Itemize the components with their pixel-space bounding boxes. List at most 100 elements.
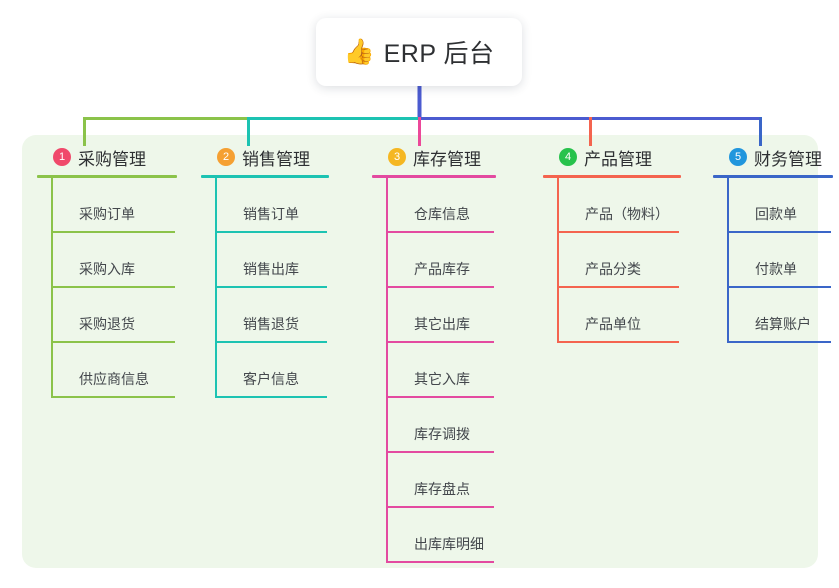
tree-item-underline <box>386 561 494 563</box>
column-spine <box>727 178 729 343</box>
tree-item[interactable]: 采购入库 <box>37 233 177 288</box>
tree-item-label: 产品单位 <box>585 316 641 332</box>
tree-item-underline <box>386 506 494 508</box>
column-title: 销售管理 <box>242 149 310 169</box>
tree-item-underline <box>51 286 175 288</box>
tree-item-underline <box>386 286 494 288</box>
column-badge-2: 2 <box>217 148 235 166</box>
tree-item-underline <box>51 396 175 398</box>
tree-item-label: 其它入库 <box>414 371 470 387</box>
column-underline <box>372 175 496 178</box>
column-underline <box>201 175 329 178</box>
column-items: 仓库信息产品库存其它出库其它入库库存调拨库存盘点出库库明细 <box>372 178 496 563</box>
tree-item-label: 采购订单 <box>79 206 135 222</box>
tree-item-label: 结算账户 <box>755 316 811 332</box>
column-2: 2 销售管理销售订单销售出库销售退货客户信息 <box>201 144 329 398</box>
tree-item[interactable]: 产品（物料） <box>543 178 681 233</box>
tree-item-label: 其它出库 <box>414 316 470 332</box>
column-spine <box>386 178 388 563</box>
tree-item-label: 销售出库 <box>243 261 299 277</box>
tree-item-underline <box>386 341 494 343</box>
tree-item-label: 客户信息 <box>243 371 299 387</box>
column-header-5[interactable]: 5 财务管理 <box>713 144 833 170</box>
tree-item-label: 库存盘点 <box>414 481 470 497</box>
column-title: 采购管理 <box>78 149 146 169</box>
tree-item[interactable]: 销售退货 <box>201 288 329 343</box>
tree-item-label: 付款单 <box>755 261 797 277</box>
column-header-4[interactable]: 4 产品管理 <box>543 144 681 170</box>
tree-item-underline <box>386 396 494 398</box>
tree-item-underline <box>557 341 679 343</box>
tree-item[interactable]: 结算账户 <box>713 288 833 343</box>
tree-item-label: 库存调拨 <box>414 426 470 442</box>
root-node[interactable]: 👍 ERP 后台 <box>316 18 522 86</box>
diagram-panel <box>22 135 818 568</box>
tree-item-label: 采购退货 <box>79 316 135 332</box>
tree-item-label: 仓库信息 <box>414 206 470 222</box>
tree-item-label: 销售订单 <box>243 206 299 222</box>
column-1: 1 采购管理采购订单采购入库采购退货供应商信息 <box>37 144 177 398</box>
column-header-1[interactable]: 1 采购管理 <box>37 144 177 170</box>
tree-item[interactable]: 供应商信息 <box>37 343 177 398</box>
column-items: 销售订单销售出库销售退货客户信息 <box>201 178 329 398</box>
column-title: 产品管理 <box>584 149 652 169</box>
tree-item-label: 产品分类 <box>585 261 641 277</box>
tree-item-label: 供应商信息 <box>79 371 149 387</box>
tree-item-label: 采购入库 <box>79 261 135 277</box>
column-items: 产品（物料） 产品分类产品单位 <box>543 178 681 343</box>
tree-item[interactable]: 采购订单 <box>37 178 177 233</box>
column-badge-5: 5 <box>729 148 747 166</box>
tree-item-label: 出库库明细 <box>414 536 484 552</box>
tree-item-underline <box>727 231 831 233</box>
tree-item[interactable]: 产品分类 <box>543 233 681 288</box>
column-underline <box>543 175 681 178</box>
tree-item-label: 销售退货 <box>243 316 299 332</box>
tree-item-underline <box>51 231 175 233</box>
tree-item-underline <box>215 341 327 343</box>
column-header-3[interactable]: 3 库存管理 <box>372 144 496 170</box>
column-header-2[interactable]: 2 销售管理 <box>201 144 329 170</box>
column-title: 财务管理 <box>754 149 822 169</box>
column-5: 5 财务管理回款单付款单结算账户 <box>713 144 833 343</box>
column-spine <box>51 178 53 398</box>
tree-item[interactable]: 付款单 <box>713 233 833 288</box>
thumbs-up-icon: 👍 <box>343 37 375 66</box>
column-items: 回款单付款单结算账户 <box>713 178 833 343</box>
tree-item[interactable]: 客户信息 <box>201 343 329 398</box>
column-spine <box>557 178 559 343</box>
column-underline <box>713 175 833 178</box>
tree-item-underline <box>215 231 327 233</box>
tree-item[interactable]: 仓库信息 <box>372 178 496 233</box>
column-4: 4 产品管理产品（物料） 产品分类产品单位 <box>543 144 681 343</box>
column-badge-4: 4 <box>559 148 577 166</box>
tree-item-underline <box>727 286 831 288</box>
column-spine <box>215 178 217 398</box>
column-badge-3: 3 <box>388 148 406 166</box>
tree-item[interactable]: 采购退货 <box>37 288 177 343</box>
column-underline <box>37 175 177 178</box>
tree-item-underline <box>51 341 175 343</box>
tree-item-underline <box>386 231 494 233</box>
column-items: 采购订单采购入库采购退货供应商信息 <box>37 178 177 398</box>
tree-item[interactable]: 产品库存 <box>372 233 496 288</box>
tree-item-underline <box>727 341 831 343</box>
column-title: 库存管理 <box>413 149 481 169</box>
tree-item[interactable]: 其它入库 <box>372 343 496 398</box>
tree-item[interactable]: 回款单 <box>713 178 833 233</box>
tree-item[interactable]: 库存盘点 <box>372 453 496 508</box>
column-3: 3 库存管理仓库信息产品库存其它出库其它入库库存调拨库存盘点出库库明细 <box>372 144 496 563</box>
column-badge-1: 1 <box>53 148 71 166</box>
tree-item-label: 产品（物料） <box>585 206 669 222</box>
tree-item[interactable]: 销售出库 <box>201 233 329 288</box>
tree-item-label: 回款单 <box>755 206 797 222</box>
root-title: ERP 后台 <box>383 40 495 68</box>
tree-item[interactable]: 库存调拨 <box>372 398 496 453</box>
tree-item-underline <box>557 231 679 233</box>
tree-item[interactable]: 销售订单 <box>201 178 329 233</box>
tree-item[interactable]: 产品单位 <box>543 288 681 343</box>
tree-item[interactable]: 出库库明细 <box>372 508 496 563</box>
tree-item[interactable]: 其它出库 <box>372 288 496 343</box>
tree-item-underline <box>215 396 327 398</box>
tree-item-underline <box>557 286 679 288</box>
